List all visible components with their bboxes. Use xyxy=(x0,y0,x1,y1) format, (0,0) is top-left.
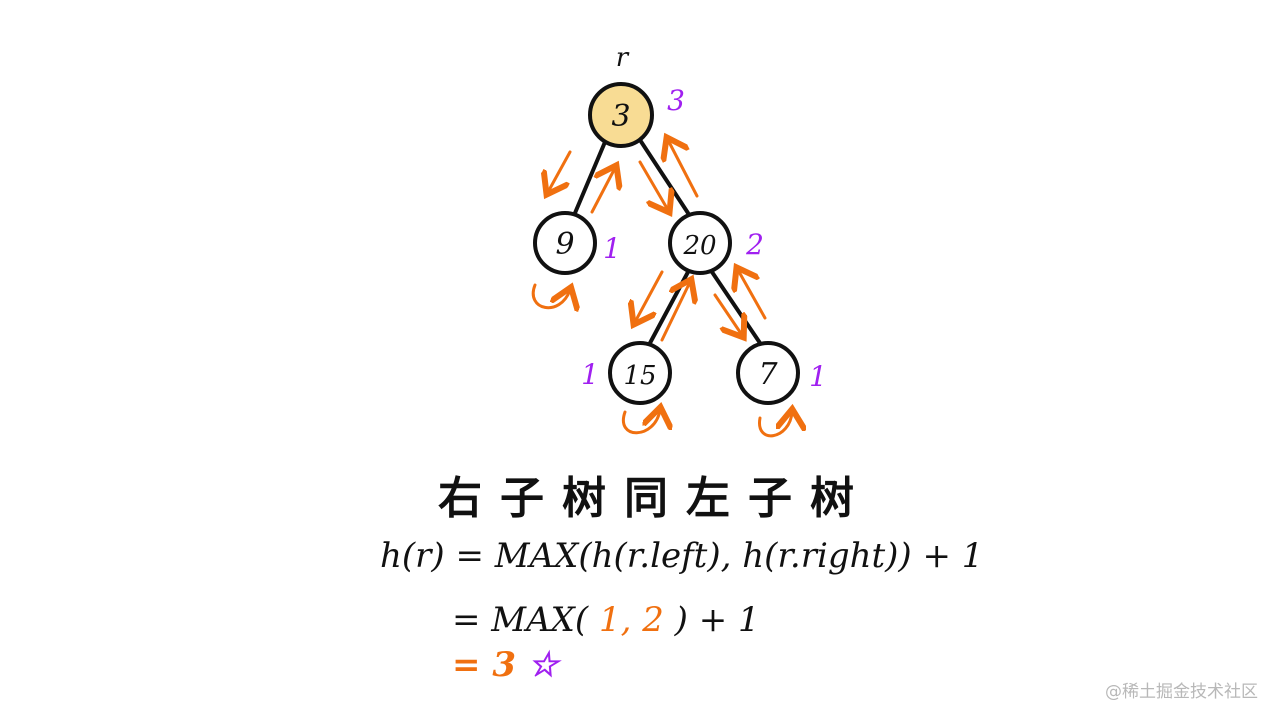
formula-sep: , xyxy=(620,600,632,640)
arrow-loop-9 xyxy=(531,285,570,308)
arrow-down-right xyxy=(638,160,668,210)
formula-suffix: ) + 1 xyxy=(674,600,760,640)
node-value: 15 xyxy=(623,361,656,391)
height-label: 2 xyxy=(745,228,764,261)
arrow-up-from-7 xyxy=(738,270,767,320)
node-root xyxy=(588,82,654,148)
star-icon: ☆ xyxy=(527,645,559,685)
arrow-loop-7 xyxy=(758,412,792,438)
edge-root-left xyxy=(573,140,607,215)
arrow-down-15 xyxy=(635,270,664,322)
node-value: 3 xyxy=(611,99,630,134)
arrow-down-left xyxy=(548,150,572,192)
height-label: 1 xyxy=(581,358,599,391)
node-value: 9 xyxy=(555,227,574,262)
tree-nodes xyxy=(533,82,800,405)
node-15 xyxy=(608,341,672,405)
formula-left-height: 1 xyxy=(598,600,621,640)
formula-line-2: = MAX( 1, 2 ) + 1 xyxy=(452,600,760,640)
arrow-up-from-right xyxy=(668,140,699,198)
node-value: 7 xyxy=(758,357,778,392)
formula-prefix: = MAX( xyxy=(452,600,589,640)
height-label: 3 xyxy=(667,84,685,117)
watermark: @稀土掘金技术社区 xyxy=(1105,682,1258,702)
edge-root-right xyxy=(638,138,690,215)
arrow-down-7 xyxy=(713,293,742,335)
edge-right-rightright xyxy=(710,270,762,345)
formula-result: = 3 xyxy=(452,645,516,685)
formula-right-height: 2 xyxy=(642,600,664,640)
formula-line-3: = 3 ☆ xyxy=(452,645,558,685)
arrow-up-from-left xyxy=(590,168,615,214)
node-20 xyxy=(668,211,732,275)
height-label: 1 xyxy=(603,232,621,265)
traversal-arrows xyxy=(531,140,792,438)
arrow-loop-15 xyxy=(621,410,660,435)
node-9 xyxy=(533,211,597,275)
caption: 右子树同左子树 xyxy=(438,473,872,524)
root-label: r xyxy=(616,43,630,73)
node-7 xyxy=(736,341,800,405)
formula-line-1: h(r) = MAX(h(r.left), h(r.right)) + 1 xyxy=(380,536,984,576)
arrow-up-from-15 xyxy=(660,282,690,342)
height-label: 1 xyxy=(809,360,827,393)
node-value: 20 xyxy=(682,231,716,261)
